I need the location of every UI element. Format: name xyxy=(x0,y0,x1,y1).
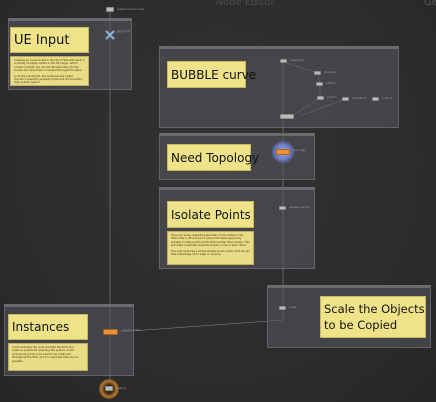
node-topology-label: topology xyxy=(293,148,307,152)
node-output-final-label: output xyxy=(116,386,126,390)
top-node[interactable] xyxy=(106,7,114,12)
sticky-scale[interactable]: Scale the Objects to be Copied xyxy=(320,296,426,338)
watermark-title: Node Editor xyxy=(215,0,275,8)
node-switch-label: switch xyxy=(327,95,337,99)
cross-icon xyxy=(105,30,115,40)
note-ue-input-p1: Creating an input socket in Houdini's HD… xyxy=(14,59,85,73)
network-box-bubble[interactable] xyxy=(159,46,399,128)
top-node-label: load/houdini.node xyxy=(117,7,144,11)
sticky-bubble[interactable]: BUBBLE curve xyxy=(167,61,256,88)
node-transform-label: transform xyxy=(352,96,367,100)
sticky-ue-input[interactable]: UE Input xyxy=(10,27,89,53)
corner-label: Ge xyxy=(424,0,436,8)
note-ue-input[interactable]: Creating an input socket in Houdini's HD… xyxy=(10,56,89,86)
note-instances[interactable]: In this example the node will take the P… xyxy=(8,343,88,371)
ue-input-node-icon[interactable] xyxy=(104,26,116,40)
wire-instances-scale xyxy=(117,319,284,333)
note-isolate-p2: The new node has a simple Isolate points… xyxy=(171,249,250,257)
node-resample-label: resample xyxy=(290,58,304,62)
ue-input-node-label: UE_input xyxy=(117,29,131,33)
note-ue-input-p2: In all the mentioned, the instances are … xyxy=(14,74,83,85)
node-topology[interactable] xyxy=(276,149,290,155)
node-scale-label: scale xyxy=(289,305,297,309)
node-scale[interactable] xyxy=(279,306,286,310)
note-isolate[interactable]: Then you some unwanted geometry to be vi… xyxy=(167,231,254,265)
node-output-bubble[interactable] xyxy=(372,97,379,101)
node-attribs[interactable] xyxy=(316,82,323,86)
node-polywire-label: polywire xyxy=(324,70,337,74)
node-transform[interactable] xyxy=(342,97,349,101)
node-switch[interactable] xyxy=(317,96,324,100)
node-instances-label: copytopoints xyxy=(121,328,141,332)
node-isolate-label: isolate_points xyxy=(289,205,310,209)
node-merge[interactable] xyxy=(280,114,294,119)
node-output-bubble-label: output xyxy=(382,96,392,100)
node-output-final[interactable] xyxy=(105,386,113,391)
sticky-instances[interactable]: Instances xyxy=(8,314,88,340)
node-attribs-label: attribs xyxy=(326,81,336,85)
sticky-isolate[interactable]: Isolate Points xyxy=(167,201,254,228)
node-isolate[interactable] xyxy=(279,206,286,210)
note-instances-p1: In this example the node will take the P… xyxy=(12,346,79,363)
node-resample[interactable] xyxy=(280,59,287,63)
sticky-topology[interactable]: Need Topology xyxy=(167,144,259,171)
note-isolate-p1: Then you some unwanted geometry to be vi… xyxy=(171,234,250,248)
node-polywire[interactable] xyxy=(314,71,321,75)
node-instances[interactable] xyxy=(103,329,118,335)
